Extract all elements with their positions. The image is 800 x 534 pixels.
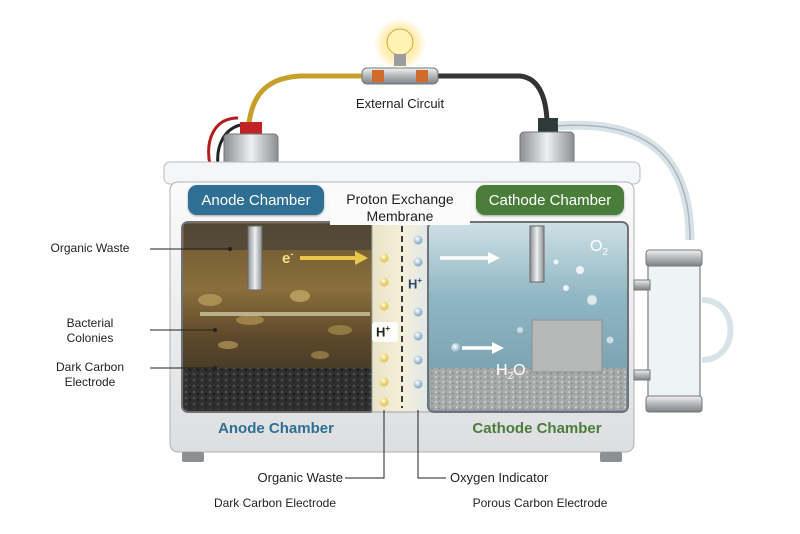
porous-carbon-electrode-bed: [430, 368, 626, 410]
red-lead-wire: [207, 116, 239, 166]
air-tube-outline: [557, 124, 691, 241]
filter-cap-bottom: [645, 395, 703, 413]
bacterial-colonies: [198, 290, 352, 359]
anode-chamber-header-text: Anode Chamber: [201, 191, 311, 209]
electron-symbol-letter: e: [282, 250, 291, 267]
anode-chamber-footer: Anode Chamber: [218, 420, 334, 437]
electron-symbol: e-: [282, 249, 293, 267]
bacterial-colonies-label: Bacterial Colonies: [30, 316, 150, 346]
dark-carbon-electrode-bed: [184, 368, 374, 410]
cathode-chamber-footer: Cathode Chamber: [472, 420, 602, 437]
membrane-label: Proton Exchange Membrane: [330, 191, 470, 225]
bottom-dark-carbon-electrode-label: Dark Carbon Electrode: [213, 496, 337, 510]
proton-arrow-upper-head: [488, 252, 500, 264]
biofilm-layer: [200, 312, 370, 316]
membrane-label-line1: Proton Exchange: [346, 191, 454, 207]
bacterial-colonies-label-line1: Bacterial: [66, 316, 114, 330]
callout-dot-bacterial-colonies: [213, 328, 217, 332]
organic-waste-label: Organic Waste: [50, 241, 130, 255]
cathode-chamber-header-text: Cathode Chamber: [488, 191, 612, 209]
porous-carbon-block: [531, 319, 603, 373]
oxygen-filter-cylinder: [647, 257, 701, 409]
dark-carbon-electrode-label-line2: Electrode: [64, 375, 116, 389]
proton-symbol-lower-letter: H: [376, 324, 386, 340]
connector-band-left: [372, 70, 384, 82]
cathode-chamber-header: Cathode Chamber: [476, 185, 624, 215]
porous-carbon-electrode-label: Porous Carbon Electrode: [472, 496, 608, 510]
foot-right: [600, 452, 622, 462]
callout-dot-dark-carbon: [213, 366, 217, 370]
electron-symbol-sup: -: [290, 249, 294, 259]
proton-symbol-upper-sup: +: [417, 276, 423, 285]
proton-symbol-lower: H+: [376, 324, 390, 339]
oxygen-symbol: O2: [590, 238, 608, 258]
filter-port-lower: [633, 369, 651, 381]
light-bulb-icon: [386, 28, 414, 56]
anode-electrode-rod: [247, 225, 263, 291]
external-circuit-label: External Circuit: [355, 96, 445, 111]
proton-symbol-upper-letter: H: [408, 276, 418, 292]
housing-lid: [163, 161, 641, 185]
bulb-base: [394, 54, 406, 66]
callout-bottom-organic-waste: [345, 410, 385, 479]
proton-arrow-lower-bead: [451, 343, 461, 353]
bacterial-colonies-label-line2: Colonies: [66, 331, 114, 345]
bottom-organic-waste-label: Organic Waste: [257, 470, 344, 485]
water-symbol-o: O: [513, 362, 526, 379]
water-symbol-sub: 2: [507, 371, 514, 383]
proton-symbol-lower-sup: +: [385, 324, 391, 333]
dark-carbon-electrode-label: Dark Carbon Electrode: [30, 360, 150, 390]
anode-terminal-cap: [240, 122, 262, 136]
water-symbol: H2O: [496, 362, 526, 382]
foot-left: [182, 452, 204, 462]
proton-symbol-upper: H+: [408, 276, 422, 291]
filter-cap-top: [645, 249, 703, 267]
membrane-blue-beads: [413, 235, 423, 389]
callout-bottom-oxygen-indicator: [417, 410, 446, 479]
oxygen-symbol-letter: O: [590, 238, 603, 255]
callout-dot-organic-waste: [228, 247, 232, 251]
water-symbol-h: H: [496, 362, 508, 379]
membrane-label-line2: Membrane: [366, 208, 434, 224]
oxygen-symbol-sub: 2: [602, 247, 609, 259]
proton-label-bg: [372, 322, 398, 342]
anode-headspace: [184, 224, 374, 250]
filter-side-tube: [701, 297, 734, 363]
dark-carbon-electrode-label-line1: Dark Carbon: [55, 360, 125, 374]
anode-chamber-header: Anode Chamber: [188, 185, 324, 215]
connector-band-right: [416, 70, 428, 82]
filter-port-upper: [633, 279, 651, 291]
oxygen-bubbles: [517, 259, 614, 344]
membrane-yellow-beads: [379, 253, 389, 407]
cathode-terminal-cap: [538, 118, 558, 134]
electron-flow-arrow-head: [355, 251, 368, 265]
proton-arrow-lower-head: [492, 342, 504, 354]
cathode-electrode-rod: [529, 225, 545, 283]
oxygen-indicator-label: Oxygen Indicator: [450, 470, 549, 485]
